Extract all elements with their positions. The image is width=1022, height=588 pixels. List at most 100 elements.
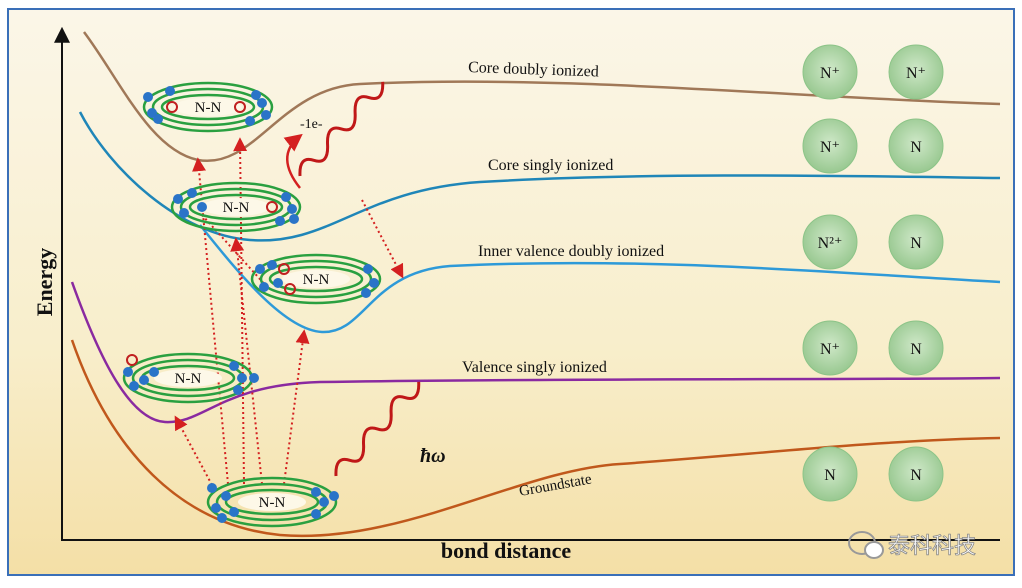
transition-arrow (283, 329, 310, 485)
electron (229, 507, 239, 517)
xray-photon-wave-icon (298, 81, 385, 177)
electron (255, 264, 265, 274)
curve-core-singly-ionized (78, 111, 1001, 242)
electron (229, 361, 239, 371)
electron (179, 208, 189, 218)
fragment-atom (802, 118, 858, 174)
electron (221, 491, 231, 501)
electron (245, 116, 255, 126)
excitation-photon-wave-icon (334, 381, 421, 477)
electron (289, 214, 299, 224)
electron (259, 282, 269, 292)
electron-hole (284, 283, 296, 295)
fragment-atom (888, 44, 944, 100)
fragment-atom (802, 214, 858, 270)
molecule-core-doubly-ionized: N-N (142, 81, 274, 133)
label-valence-singly-ionized: Valence singly ionized (462, 359, 607, 376)
electron (165, 86, 175, 96)
wechat-icon-small (864, 541, 884, 559)
dissociation-fragments: N⁺ N⁺ N⁺ N N²⁺ N N⁺ N N N (802, 44, 944, 502)
molecule-label: N-N (303, 272, 330, 288)
fragment-left: N (802, 446, 858, 502)
electron (249, 373, 259, 383)
orbital-core (202, 198, 270, 216)
electron (123, 367, 133, 377)
fragment-label: N (824, 467, 836, 484)
electron (281, 192, 291, 202)
curve-core-doubly-ionized (82, 31, 1001, 163)
orbital-ring (188, 193, 284, 221)
electron (173, 194, 183, 204)
photon-energy-label: ħω (420, 445, 446, 467)
x-axis-label: bond distance (441, 538, 571, 563)
electron-hole (278, 263, 290, 275)
fragment-left: N²⁺ (802, 214, 858, 270)
fragment-atom (888, 118, 944, 174)
orbital-core (238, 493, 306, 511)
electron (361, 288, 371, 298)
electron (207, 483, 217, 493)
transition-arrow (201, 214, 269, 289)
y-axis-label: Energy (32, 248, 57, 316)
transition-arrow (192, 157, 229, 485)
orbital-ring (250, 253, 382, 305)
curve-valence-singly-ionized (70, 281, 1001, 424)
orbital-core (174, 98, 242, 116)
electron-hole (166, 101, 178, 113)
fragment-label: N⁺ (820, 139, 840, 156)
fragment-atom (802, 44, 858, 100)
electron (187, 188, 197, 198)
diagram-frame (7, 8, 1015, 576)
fragment-label: N⁺ (820, 65, 840, 82)
fragment-right: N⁺ (888, 44, 944, 100)
molecule-label: N-N (223, 200, 250, 216)
electron (267, 260, 277, 270)
electron (257, 98, 267, 108)
electron (369, 278, 379, 288)
orbital-ring (224, 488, 320, 516)
electron (275, 216, 285, 226)
ejected-electron-label: -1e- (300, 117, 323, 132)
electron (287, 204, 297, 214)
electron (233, 385, 243, 395)
electron (311, 509, 321, 519)
orbital-ring (268, 265, 364, 293)
electron-hole (126, 354, 138, 366)
electron-hole (234, 101, 246, 113)
orbital-ring (142, 81, 274, 133)
electron (143, 92, 153, 102)
fragment-right: N (888, 214, 944, 270)
electron (261, 110, 271, 120)
fragment-label: N (910, 235, 922, 252)
electron (273, 278, 283, 288)
electron (211, 503, 221, 513)
fragment-atom (888, 214, 944, 270)
electron (217, 513, 227, 523)
fragment-right: N (888, 118, 944, 174)
electron (319, 497, 329, 507)
fragment-atom (888, 446, 944, 502)
electron (129, 381, 139, 391)
electron (149, 367, 159, 377)
electron (251, 90, 261, 100)
molecule-valence-singly-ionized: N-N (122, 352, 259, 404)
molecule-groundstate: N-N (206, 476, 339, 528)
fragment-label: N⁺ (906, 65, 926, 82)
molecule-label: N-N (175, 371, 202, 387)
fragment-left: N⁺ (802, 44, 858, 100)
molecule-label: N-N (195, 100, 222, 116)
electron (363, 264, 373, 274)
fragment-right: N (888, 320, 944, 376)
fragment-label: N (910, 467, 922, 484)
fragment-label: N²⁺ (818, 235, 843, 252)
fragment-label: N (910, 139, 922, 156)
transition-arrow (361, 199, 404, 279)
electron-hole (266, 201, 278, 213)
electron (237, 373, 247, 383)
fragment-left: N⁺ (802, 118, 858, 174)
electron (153, 114, 163, 124)
curve-inner-valence-doubly-ionized (199, 224, 1001, 334)
electron (311, 487, 321, 497)
molecule-inner-valence-doubly-ionized: N-N (250, 253, 382, 305)
fragment-label: N⁺ (820, 341, 840, 358)
